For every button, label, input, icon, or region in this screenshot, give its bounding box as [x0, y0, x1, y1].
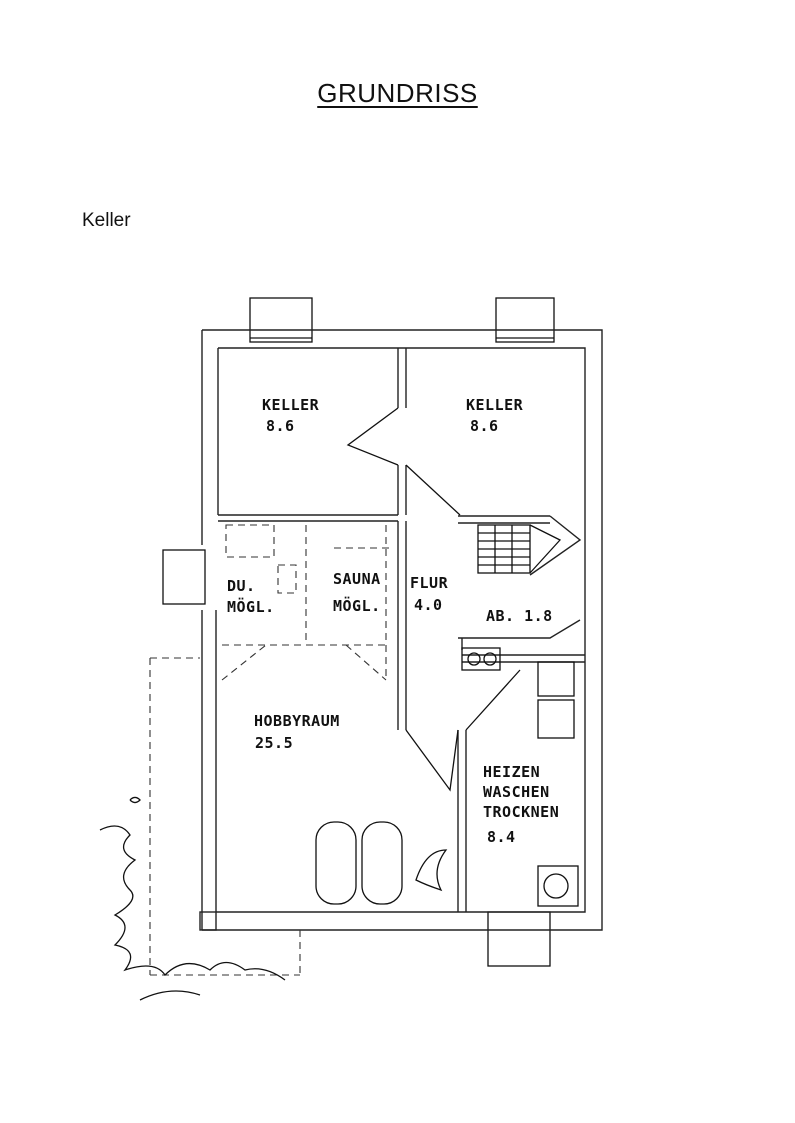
room-heizen-line3: TROCKNEN [483, 803, 559, 821]
room-keller-right-area: 8.6 [470, 417, 499, 435]
window-well-left [162, 549, 206, 605]
room-hobby-area: 25.5 [255, 734, 293, 752]
room-dusche-line2: MÖGL. [227, 597, 275, 616]
window-well-top-right [495, 297, 555, 343]
door-swings [346, 407, 521, 792]
page-title: GRUNDRISS [317, 78, 478, 108]
garden-scribble [99, 796, 286, 1001]
room-abstell-label: AB. 1.8 [486, 607, 553, 625]
room-heizen-line2: WASCHEN [483, 783, 550, 801]
hobby-furniture [315, 821, 448, 905]
utility-fixtures [461, 647, 579, 907]
room-heizen-line1: HEIZEN [483, 763, 540, 781]
room-keller-right-name: KELLER [466, 396, 524, 414]
room-dusche-line1: DU. [227, 577, 256, 595]
window-well-bottom-right [487, 911, 551, 967]
window-well-top-left [249, 297, 313, 343]
optional-partitions [149, 524, 394, 976]
room-heizen-area: 8.4 [487, 828, 516, 846]
room-hobby-name: HOBBYRAUM [254, 712, 340, 730]
stairs [477, 524, 562, 574]
room-keller-left-name: KELLER [262, 396, 320, 414]
interior-walls [218, 348, 585, 912]
room-sauna-line2: MÖGL. [333, 596, 381, 615]
room-flur-area: 4.0 [414, 596, 443, 614]
room-flur-name: FLUR [410, 574, 449, 592]
room-keller-left-area: 8.6 [266, 417, 295, 435]
room-sauna-line1: SAUNA [333, 570, 381, 588]
outer-walls [199, 329, 603, 931]
floor-label: Keller [82, 210, 131, 231]
